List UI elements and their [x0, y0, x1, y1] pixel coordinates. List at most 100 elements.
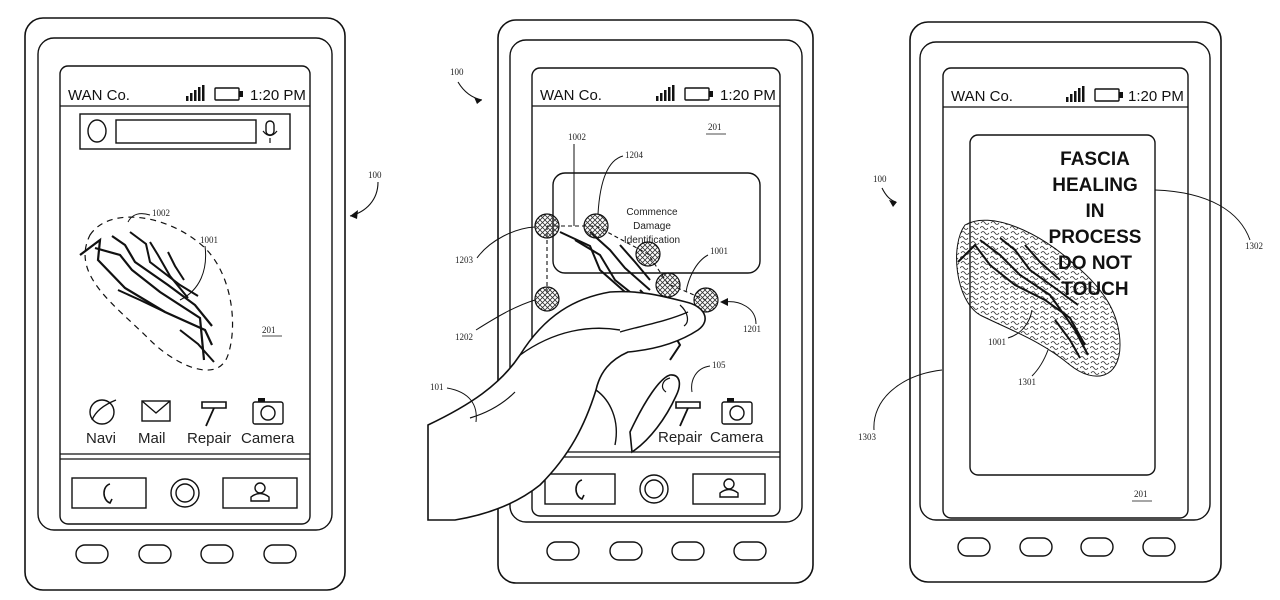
- status-carrier-c: WAN Co.: [951, 88, 1013, 105]
- phone-call-button[interactable]: [71, 477, 147, 509]
- hw-button-3[interactable]: [200, 544, 234, 564]
- ref-201-a: 201: [262, 325, 276, 335]
- camera-icon[interactable]: [252, 398, 284, 425]
- phone-a: WAN Co. 1:20 PM: [24, 17, 382, 591]
- dialog-line-3: Identification: [624, 235, 680, 246]
- hw-button-2[interactable]: [1019, 537, 1053, 557]
- battery-icon: [684, 87, 713, 101]
- hw-button-3[interactable]: [1080, 537, 1114, 557]
- phone-b-screen: [531, 67, 781, 517]
- touch-point-1202[interactable]: [534, 286, 560, 312]
- touch-point-low[interactable]: [655, 272, 681, 298]
- touch-point-1201[interactable]: [693, 287, 719, 313]
- app-label-mail: Mail: [138, 430, 166, 447]
- ref-201-b: 201: [708, 122, 722, 132]
- status-carrier-b: WAN Co.: [540, 87, 602, 104]
- person-icon: [254, 482, 266, 494]
- signal-icon: [186, 85, 205, 101]
- phone-b-inner-body: [509, 39, 803, 523]
- hw-button-4[interactable]: [263, 544, 297, 564]
- hw-button-2[interactable]: [138, 544, 172, 564]
- search-icon: [87, 119, 107, 143]
- hw-button-4[interactable]: [733, 541, 767, 561]
- touch-point-1204[interactable]: [583, 213, 609, 239]
- phone-c-inner-body: [919, 41, 1211, 521]
- contacts-button[interactable]: [222, 477, 298, 509]
- touch-point-mid[interactable]: [635, 241, 661, 267]
- dialog-line-1: Commence: [626, 207, 678, 218]
- warning-line-4: PROCESS: [1049, 227, 1142, 248]
- signal-icon: [656, 85, 675, 101]
- app-label-repair-b: Repair: [658, 429, 702, 446]
- ref-100-b: 100: [450, 67, 464, 77]
- hw-button-1[interactable]: [957, 537, 991, 557]
- ref-1301: 1301: [1018, 377, 1036, 387]
- damage-cracks: [79, 231, 215, 363]
- app-label-repair: Repair: [187, 430, 231, 447]
- phone-c: WAN Co. 1:20 PM FASCIA HEALING IN PROC: [858, 21, 1263, 583]
- phone-c-screen: [942, 67, 1189, 519]
- ref-1302: 1302: [1245, 241, 1263, 251]
- damage-region-outline: [84, 216, 234, 371]
- phone-a-inner-body: [37, 37, 333, 531]
- navi-icon[interactable]: [89, 399, 117, 425]
- contacts-button[interactable]: [692, 473, 766, 505]
- ref-1204: 1204: [625, 150, 644, 160]
- touch-point-1203[interactable]: [534, 213, 560, 239]
- phone-call-button[interactable]: [544, 473, 616, 505]
- repair-icon[interactable]: [201, 401, 227, 427]
- warning-line-5: DO NOT: [1058, 253, 1132, 274]
- ref-100-a: 100: [368, 170, 382, 180]
- warning-line-6: TOUCH: [1061, 279, 1128, 300]
- ref-1201: 1201: [743, 324, 761, 334]
- ref-1202: 1202: [455, 332, 473, 342]
- ref-1001-b: 1001: [710, 246, 728, 256]
- repair-icon[interactable]: [675, 401, 701, 427]
- ref-105: 105: [712, 360, 726, 370]
- phone-icon: [575, 479, 585, 501]
- app-label-camera: Camera: [241, 430, 295, 447]
- microphone-icon[interactable]: [262, 120, 278, 143]
- ref-1001-a: 1001: [200, 235, 218, 245]
- home-button[interactable]: [639, 474, 669, 504]
- hand: [427, 290, 706, 521]
- mail-icon[interactable]: [141, 400, 171, 422]
- hw-button-3[interactable]: [671, 541, 705, 561]
- battery-icon: [1094, 88, 1123, 102]
- status-carrier: WAN Co.: [68, 87, 130, 104]
- phone-c-outer-body: [909, 21, 1222, 583]
- person-icon: [723, 478, 735, 490]
- phone-b-outer-body: [497, 19, 814, 584]
- phone-icon: [103, 483, 113, 505]
- ref-100-c: 100: [873, 174, 887, 184]
- ref-1002-a: 1002: [152, 208, 170, 218]
- hw-button-4[interactable]: [1142, 537, 1176, 557]
- warning-line-2: HEALING: [1052, 175, 1138, 196]
- app-label-navi: Navi: [86, 430, 116, 447]
- search-input[interactable]: [115, 119, 257, 144]
- battery-icon: [214, 87, 243, 101]
- search-bar[interactable]: [79, 113, 291, 150]
- ref-1203: 1203: [455, 255, 474, 265]
- ref-1001-c: 1001: [988, 337, 1006, 347]
- hw-button-1[interactable]: [75, 544, 109, 564]
- phone-a-outer-body: [24, 17, 346, 591]
- hw-button-2[interactable]: [609, 541, 643, 561]
- hw-button-1[interactable]: [546, 541, 580, 561]
- warning-line-1: FASCIA: [1060, 149, 1130, 170]
- ref-101: 101: [430, 382, 444, 392]
- ref-1303: 1303: [858, 432, 877, 442]
- phone-a-screen: [59, 65, 311, 525]
- camera-icon[interactable]: [721, 398, 753, 425]
- status-time-c: 1:20 PM: [1128, 88, 1184, 105]
- ref-201-c: 201: [1134, 489, 1148, 499]
- ref-1002-b: 1002: [568, 132, 586, 142]
- home-button[interactable]: [170, 478, 200, 508]
- app-label-camera-b: Camera: [710, 429, 764, 446]
- signal-icon: [1066, 86, 1085, 102]
- damage-cracks-c: [957, 237, 1089, 359]
- dialog-line-2: Damage: [633, 221, 671, 232]
- phone-b: WAN Co. 1:20 PM 201 Commence Damage Iden…: [427, 19, 814, 584]
- status-time: 1:20 PM: [250, 87, 306, 104]
